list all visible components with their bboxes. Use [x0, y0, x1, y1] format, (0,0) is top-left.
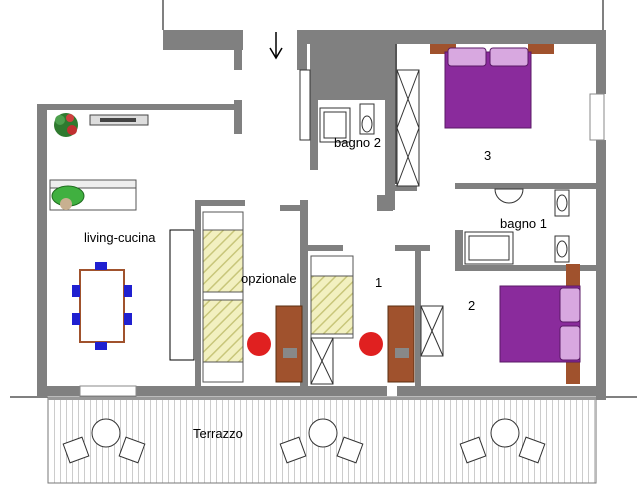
sofa-icon: [49, 179, 137, 211]
desk-chair-icon: [359, 305, 415, 383]
arrow-down-icon: [269, 32, 283, 60]
room-label-1: 1: [375, 275, 382, 290]
single-bed-icon: [202, 211, 244, 383]
room-label-living: living-cucina: [84, 230, 156, 245]
room-label-bath2: bagno 2: [334, 135, 381, 150]
room-label-2: 2: [468, 298, 475, 313]
single-bed-icon: [310, 255, 354, 339]
double-bed-icon: [430, 44, 554, 129]
room-label-bath1: bagno 1: [500, 216, 547, 231]
room-label-optional: opzionale: [241, 271, 297, 286]
double-bed-icon: [499, 264, 581, 384]
wardrobe-icon: [310, 69, 444, 385]
dining-table-icon: [72, 262, 132, 350]
plant-icon: [54, 113, 78, 137]
sideboard: [89, 114, 149, 126]
room-label-terrace: Terrazzo: [193, 426, 243, 441]
room-label-3: 3: [484, 148, 491, 163]
bathroom-fixtures: [299, 69, 375, 143]
terrace-furniture: [62, 418, 546, 464]
bathroom-fixtures: [464, 188, 570, 265]
walls: [37, 30, 606, 400]
desk-chair-icon: [247, 305, 303, 383]
